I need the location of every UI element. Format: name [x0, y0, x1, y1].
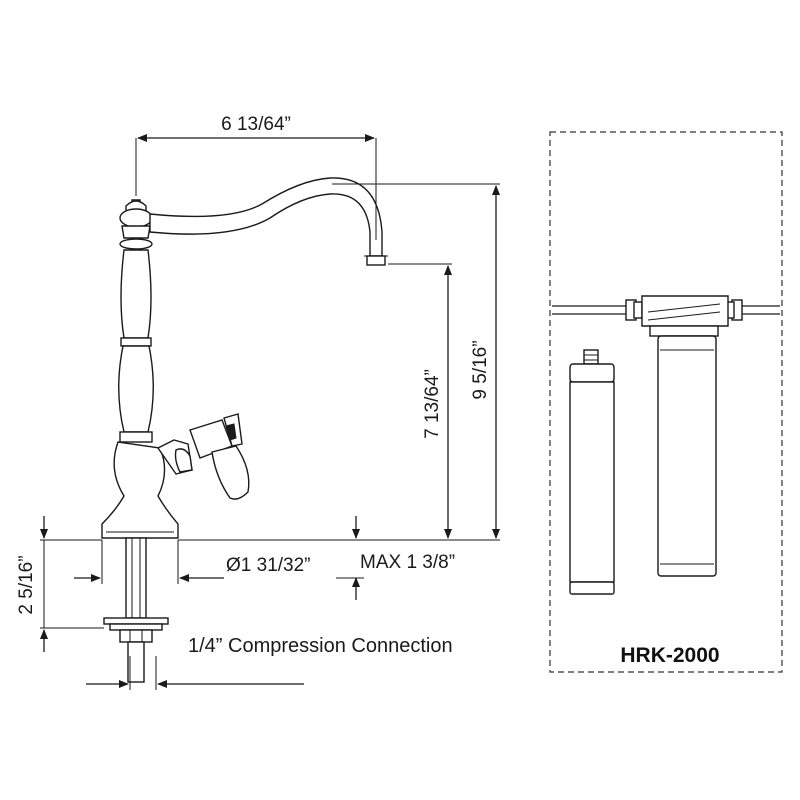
connection-label: 1/4” Compression Connection — [188, 635, 453, 657]
model-number: HRK-2000 — [620, 644, 719, 667]
filter-system-box — [549, 131, 783, 673]
faucet-illustration — [101, 177, 388, 539]
max-deck-label: MAX 1 3/8” — [360, 552, 455, 573]
spout-reach-label: 6 13/64” — [221, 114, 291, 135]
shank-length-label: 2 5/16” — [16, 555, 37, 614]
base-diameter-label: Ø1 31/32” — [226, 555, 311, 576]
overall-height-label: 9 5/16” — [470, 340, 491, 399]
mounting-shank — [103, 537, 169, 683]
spout-clearance-label: 7 13/64” — [422, 369, 443, 439]
dimension-lines — [40, 134, 500, 690]
